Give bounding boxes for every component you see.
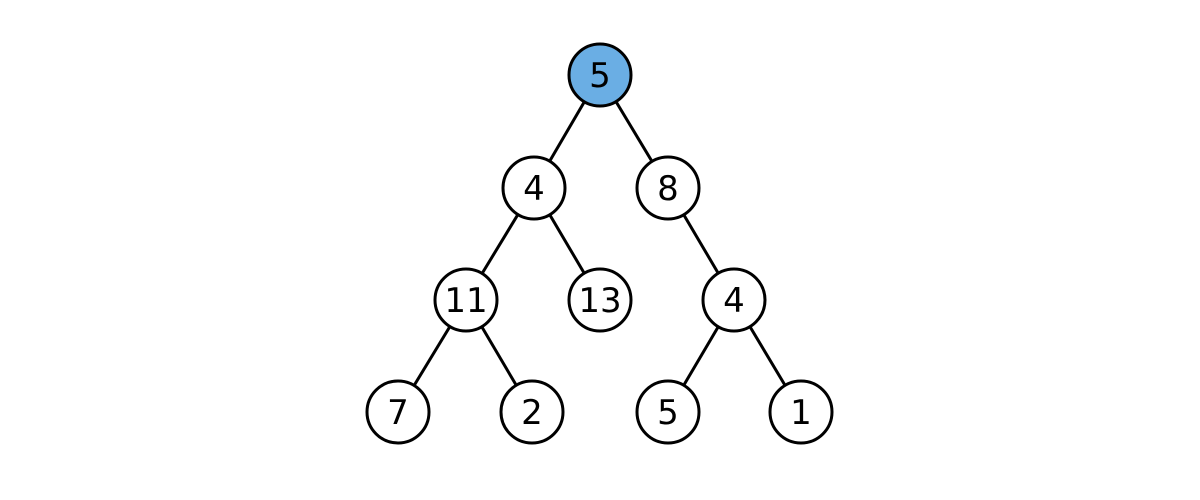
node-label: 5	[589, 56, 611, 96]
tree-node-root: 5	[567, 42, 633, 108]
node-label: 7	[387, 393, 409, 433]
tree-node-lr: 13	[567, 267, 633, 333]
tree-nodes: 5 4 8 11 13 4 7 2 5 1	[365, 42, 834, 445]
tree-node-lll: 7	[365, 379, 431, 445]
tree-node-r: 8	[635, 155, 701, 221]
node-circle	[433, 267, 499, 333]
node-circle	[501, 155, 567, 221]
tree-node-ll: 11	[433, 267, 499, 333]
node-circle	[635, 155, 701, 221]
node-circle	[365, 379, 431, 445]
node-label: 1	[790, 393, 812, 433]
tree-node-l: 4	[501, 155, 567, 221]
tree-node-rrr: 1	[768, 379, 834, 445]
node-label: 2	[521, 393, 543, 433]
node-circle	[499, 379, 565, 445]
highlighted-node-circle	[567, 42, 633, 108]
node-label: 4	[723, 281, 745, 321]
node-circle	[567, 267, 633, 333]
tree-node-rr: 4	[701, 267, 767, 333]
node-label: 4	[523, 169, 545, 209]
node-label: 11	[444, 281, 487, 321]
node-circle	[635, 379, 701, 445]
node-circle	[768, 379, 834, 445]
tree-node-rrl: 5	[635, 379, 701, 445]
node-circle	[701, 267, 767, 333]
node-label: 8	[657, 169, 679, 209]
node-label: 5	[657, 393, 679, 433]
node-label: 13	[578, 281, 621, 321]
tree-node-llr: 2	[499, 379, 565, 445]
tree-edges	[396, 74, 803, 413]
